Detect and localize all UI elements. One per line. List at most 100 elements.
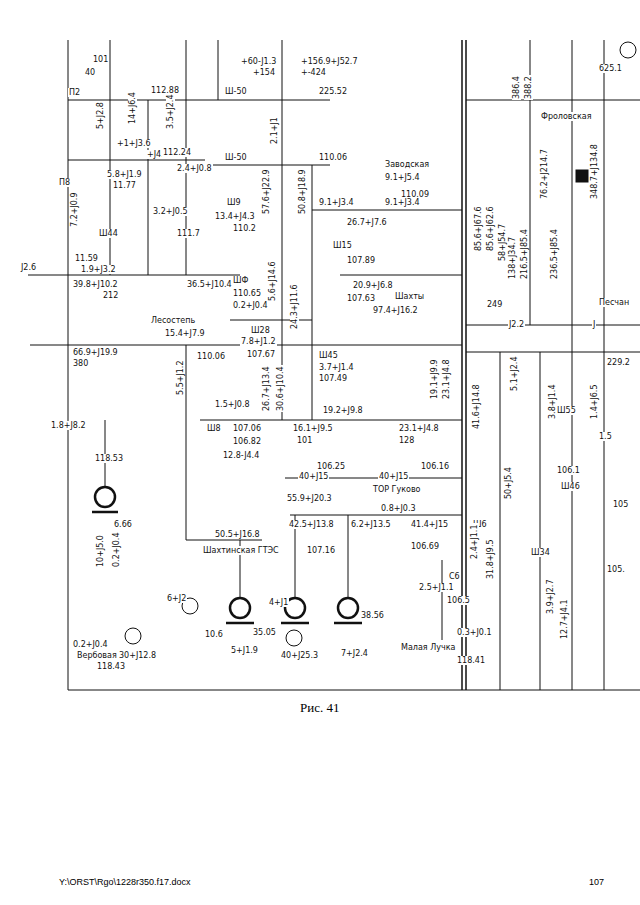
busbar [226, 622, 254, 625]
grid-value-label: 85.6+J62.6 [486, 205, 495, 252]
grid-value-label: 106.82 [232, 437, 262, 446]
grid-value-label: 7+J2.4 [340, 649, 369, 658]
grid-value-label: 50+J5.4 [504, 466, 513, 500]
grid-value-label: 6.66 [113, 520, 133, 529]
grid-value-label: 4+J1 [268, 598, 289, 607]
grid-value-label: 66.9+J19.9 [72, 348, 119, 357]
wire [186, 40, 187, 275]
grid-value-label: 19.1+J9.9 [430, 358, 439, 400]
grid-value-label: 128 [398, 436, 415, 445]
grid-value-label: Ш28 [250, 326, 271, 335]
grid-value-label: 107.16 [306, 546, 336, 555]
grid-value-label: 625.1 [598, 64, 623, 73]
grid-value-label: 0.2+J0.4 [232, 301, 269, 310]
grid-value-label: 111.7 [176, 229, 201, 238]
wire [205, 165, 330, 166]
grid-value-label: 112.88 [150, 86, 180, 95]
grid-value-label: Заводская [384, 160, 430, 169]
grid-value-label: 12.8-J4.4 [222, 451, 260, 460]
grid-value-label: 348.7+J134.8 [590, 143, 599, 200]
grid-value-label: 236.5+J85.4 [550, 228, 559, 280]
grid-value-label: 5.8+J1.9 [106, 170, 143, 179]
grid-value-label: 3.2+J0.5 [152, 207, 189, 216]
bus-line [465, 40, 467, 690]
grid-value-label: Ш44 [98, 229, 119, 238]
grid-value-label: 97.4+J16.2 [372, 306, 419, 315]
grid-value-label: J2.2 [508, 320, 525, 329]
grid-value-label: +1+J3.6 [116, 139, 152, 148]
grid-value-label: 0.3+J0.1 [456, 628, 493, 637]
grid-value-label: 386.4 [512, 75, 521, 100]
grid-value-label: 1.8+J8.2 [50, 421, 87, 430]
grid-value-label: 101 [92, 55, 109, 64]
grid-value-label: 55.9+J20.3 [286, 494, 333, 503]
grid-value-label: П2 [68, 88, 81, 97]
wire [68, 160, 205, 161]
grid-value-label: Ш34 [530, 548, 551, 557]
grid-value-label: 5.1+J2.4 [510, 355, 519, 392]
wire [200, 420, 462, 421]
grid-value-label: 101 [296, 436, 313, 445]
wire [110, 40, 111, 275]
generator-symbol [338, 598, 358, 618]
grid-value-label: 9.1+J5.4 [384, 173, 421, 182]
grid-value-label: 107.67 [246, 350, 276, 359]
grid-value-label: Шахты [394, 292, 425, 301]
grid-value-label: 2.1+J1 [270, 116, 279, 145]
grid-value-label: 110.2 [232, 224, 257, 233]
grid-value-label: 11.59 [74, 254, 99, 263]
wire [312, 165, 313, 420]
grid-value-label: 105. [606, 565, 626, 574]
page-footer: 107 [588, 878, 605, 887]
grid-value-label: 105 [612, 500, 629, 509]
grid-value-label: 5.6+J14.6 [268, 260, 277, 302]
grid-value-label: 2.4+J0.8 [176, 164, 213, 173]
wire [186, 345, 187, 540]
grid-value-label: 110.06 [318, 153, 348, 162]
grid-value-label: 35.05 [252, 628, 277, 637]
grid-value-label: 1.5 [598, 432, 613, 441]
grid-value-label: 12.7+J4.1 [560, 598, 569, 640]
grid-value-label: Ш55 [556, 406, 577, 415]
grid-value-label: 0.8+J0.3 [380, 504, 417, 513]
grid-value-label: 57.6+J22.9 [262, 168, 271, 215]
grid-value-label: 41.6+J14.8 [472, 383, 481, 430]
busbar [92, 511, 118, 514]
wire [466, 100, 640, 101]
wire [500, 352, 501, 690]
grid-value-label: 106.16 [420, 462, 450, 471]
grid-value-label: 229.2 [606, 358, 631, 367]
grid-value-label: ШФ [232, 276, 249, 285]
grid-value-label: 41.4+J15 [410, 520, 449, 529]
generator-symbol [95, 487, 115, 507]
grid-value-label: 118.53 [94, 454, 124, 463]
grid-value-label: +154 [252, 68, 276, 77]
wire [348, 515, 349, 598]
grid-value-label: 106.25 [316, 462, 346, 471]
grid-value-label: 3.7+J1.4 [318, 363, 355, 372]
grid-value-label: 0.2+J0.4 [112, 531, 121, 568]
grid-value-label: 36.5+J10.4 [186, 280, 233, 289]
grid-value-label: 106.5 [446, 596, 471, 605]
grid-value-label: Ш8 [206, 424, 222, 433]
grid-value-label: 6.2+J13.5 [350, 520, 392, 529]
grid-value-label: 31.8+J9.5 [486, 538, 495, 580]
grid-value-label: 7.8+J1.2 [240, 337, 277, 346]
generator-symbol [620, 42, 636, 58]
grid-value-label: 85.6+J67.6 [474, 205, 483, 252]
grid-value-label: 9.1+J3.4 [318, 198, 355, 207]
grid-value-label: 10+J5.0 [96, 534, 105, 568]
grid-value-label: 107.63 [346, 294, 376, 303]
grid-value-label: 30+J12.8 [118, 651, 157, 660]
grid-value-label: 107.49 [318, 374, 348, 383]
grid-value-label: 138+J34.7 [508, 236, 517, 280]
grid-value-label: 5+J2.8 [96, 101, 105, 130]
grid-value-label: 5+J1.9 [230, 646, 259, 655]
grid-value-label: 212 [102, 291, 119, 300]
grid-value-label: 118.41 [456, 656, 486, 665]
generator-symbol [230, 598, 250, 618]
grid-value-label: 30.6+J10.4 [276, 365, 285, 412]
grid-value-label: Шахтинская ГТЭС [202, 546, 280, 555]
page-footer: Y:\ORST\Rgo\1228r350.f17.docx [58, 878, 192, 887]
